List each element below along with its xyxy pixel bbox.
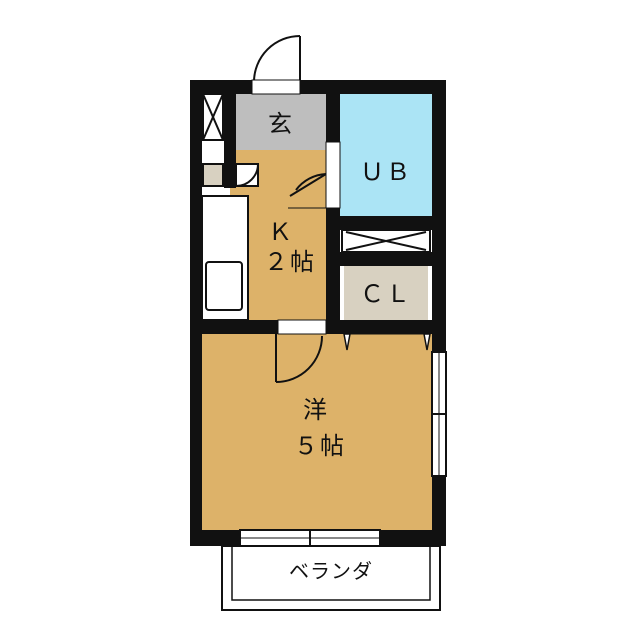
bath-door — [288, 141, 341, 209]
kitchen-label-line1: Ｋ — [268, 218, 294, 246]
closet-area — [344, 266, 428, 320]
closet-label: ＣＬ — [360, 280, 412, 308]
entry-step-door-arc — [235, 163, 259, 187]
balcony-label: ベランダ — [289, 559, 373, 583]
western-room-area — [202, 334, 432, 530]
western-room-label-line1: 洋 — [303, 396, 329, 424]
kitchen-counter — [201, 195, 249, 321]
entrance-area — [236, 94, 326, 150]
storage-cross-box — [341, 229, 431, 253]
unit-bath-area — [340, 94, 432, 218]
balcony-outline — [221, 545, 441, 611]
side-window — [431, 351, 447, 477]
balcony-door — [239, 529, 381, 547]
entrance-label: 玄 — [268, 110, 294, 138]
western-room-label-line2: ５帖 — [294, 432, 346, 460]
unit-bath-label: ＵＢ — [360, 158, 412, 186]
kitchen-label-line2: ２帖 — [264, 248, 316, 276]
shoe-box — [202, 163, 224, 187]
entrance-door — [251, 35, 301, 95]
closet-door-marks — [343, 333, 431, 351]
room-door — [275, 319, 327, 383]
shaft-box — [202, 93, 224, 141]
entry-step — [235, 163, 259, 187]
